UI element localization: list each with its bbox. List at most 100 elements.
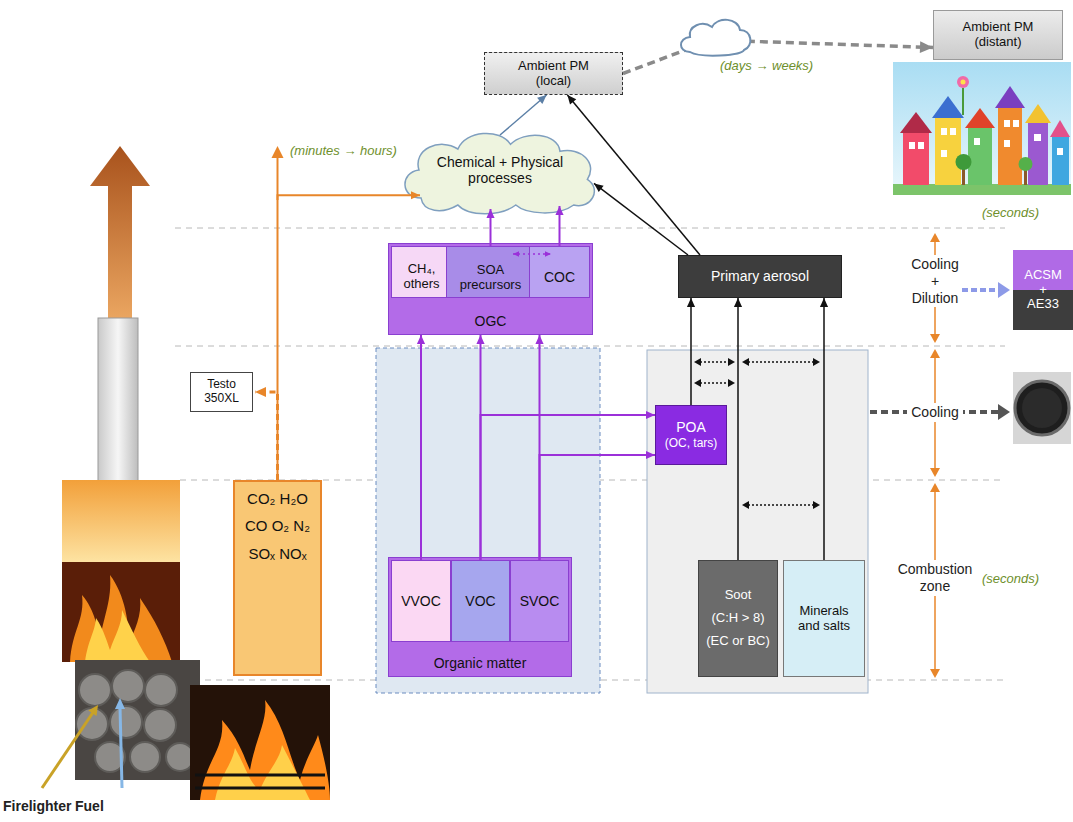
arrowhead <box>920 41 933 53</box>
particle-phase-region <box>647 350 868 693</box>
exhaust-trunk <box>272 146 284 200</box>
annotation-label: Fuel <box>75 798 104 815</box>
arrowhead <box>513 251 519 256</box>
connector <box>278 191 421 480</box>
aerosol-box: Primary aerosol <box>678 255 842 298</box>
node-text: Primary aerosol <box>711 268 809 284</box>
ambient-pm-box: Ambient PM (local) <box>484 52 623 95</box>
annotation-label: Cooling + Dilution <box>908 255 962 307</box>
arrowhead <box>687 298 695 307</box>
annotation-label: (seconds) <box>982 571 1039 587</box>
soot-box: Soot (C:H > 8) (EC or BC) <box>698 560 778 677</box>
houses-picture <box>893 62 1071 195</box>
connector-line <box>278 195 421 480</box>
gas-phase-region <box>376 348 600 693</box>
annotation-label: Firelighter <box>3 798 71 815</box>
connector <box>255 387 278 480</box>
annotation-label: (seconds) <box>982 205 1039 221</box>
annotation-label: (minutes → hours) <box>290 143 397 159</box>
dilution-arrow <box>962 282 1010 298</box>
ambient-pm-box: Ambient PM (distant) <box>933 10 1063 60</box>
connector <box>734 298 742 560</box>
node-text: VVOC <box>401 593 441 609</box>
node-text: (EC or BC) <box>706 634 770 649</box>
species-box: SOA precursors <box>446 246 535 298</box>
cloud-shape <box>405 133 594 213</box>
minerals-box: Minerals and salts <box>783 560 865 677</box>
connector <box>555 206 563 246</box>
connector-line <box>481 415 656 560</box>
process-cloud: Chemical + Physical processes <box>400 128 600 212</box>
instrument-box: ACSM+AE33 <box>1013 250 1073 330</box>
node-text: + <box>1039 283 1047 298</box>
node-text: Organic matter <box>389 655 571 671</box>
node-text: Soot <box>725 588 752 603</box>
connector <box>540 451 656 560</box>
connector <box>687 298 695 405</box>
cloud-symbol <box>681 20 750 56</box>
arrowhead <box>545 251 551 256</box>
connector-line <box>567 95 700 255</box>
connector-line <box>420 335 422 560</box>
node-text: (C:H > 8) <box>711 611 764 626</box>
arrowhead <box>411 191 420 199</box>
node-text: Testo 350XL <box>191 378 252 406</box>
annotation-label: Combustion zone <box>893 560 977 596</box>
connector-line <box>823 298 825 560</box>
species-box: SVOC <box>510 560 569 642</box>
node-text: (OC, tars) <box>665 437 718 451</box>
arrowhead <box>476 335 484 344</box>
group-box: Organic matter VVOC VOC SVOC <box>388 557 572 677</box>
arrowhead <box>486 209 494 218</box>
gas-box: CO₂ H₂O CO O₂ N₂ SOₓ NOₓ <box>233 480 322 676</box>
annotation-label: Cooling <box>907 403 963 422</box>
arrowhead <box>535 335 543 344</box>
connector-line <box>594 183 688 255</box>
connector <box>567 95 700 255</box>
arrowhead <box>646 451 655 459</box>
connector-line <box>255 392 278 480</box>
node-text: CO₂ H₂O <box>247 490 308 507</box>
node-text: CH₄, others <box>392 262 451 292</box>
node-text: AE33 <box>1027 297 1059 312</box>
node-text: COC <box>544 269 575 285</box>
connector <box>486 209 494 246</box>
node-text: VOC <box>465 593 495 609</box>
arrowhead <box>255 387 266 397</box>
briquette-photo <box>75 660 200 780</box>
node-text: CO O₂ N₂ <box>245 517 310 534</box>
node-text: Chemical + Physical processes <box>425 154 575 186</box>
connector-line <box>623 40 933 74</box>
node-text: OGC <box>389 313 592 329</box>
node-text: Ambient PM (local) <box>509 59 599 89</box>
filter-photo <box>1013 372 1071 444</box>
connector <box>417 335 425 560</box>
fuel-fire-photo <box>190 685 330 800</box>
arrowhead <box>555 206 563 215</box>
chimney-illustration <box>62 146 180 662</box>
node-text: Minerals and salts <box>791 604 857 634</box>
species-box: CH₄, others <box>391 246 452 298</box>
species-box: VVOC <box>391 560 451 642</box>
connector-line <box>540 455 656 560</box>
arrowhead <box>567 95 576 105</box>
species-box: VOC <box>451 560 510 642</box>
instrument-box: Testo 350XL <box>190 372 253 412</box>
node-text: POA <box>676 419 706 435</box>
connector-line <box>500 95 547 135</box>
connector <box>500 95 547 135</box>
poa-box: POA (OC, tars) <box>655 405 727 465</box>
connector <box>623 40 933 74</box>
connector <box>513 251 551 256</box>
arrowhead <box>734 298 742 307</box>
node-text: SOₓ NOₓ <box>248 545 306 562</box>
annotation-label: (days → weeks) <box>720 58 813 74</box>
connector-line <box>737 298 739 560</box>
node-text: SVOC <box>520 593 560 609</box>
arrowhead <box>537 95 546 104</box>
leader-arrows <box>42 698 125 788</box>
arrowhead <box>417 335 425 344</box>
node-text: SOA precursors <box>447 263 534 293</box>
connector <box>481 411 656 560</box>
arrowhead <box>820 298 828 307</box>
